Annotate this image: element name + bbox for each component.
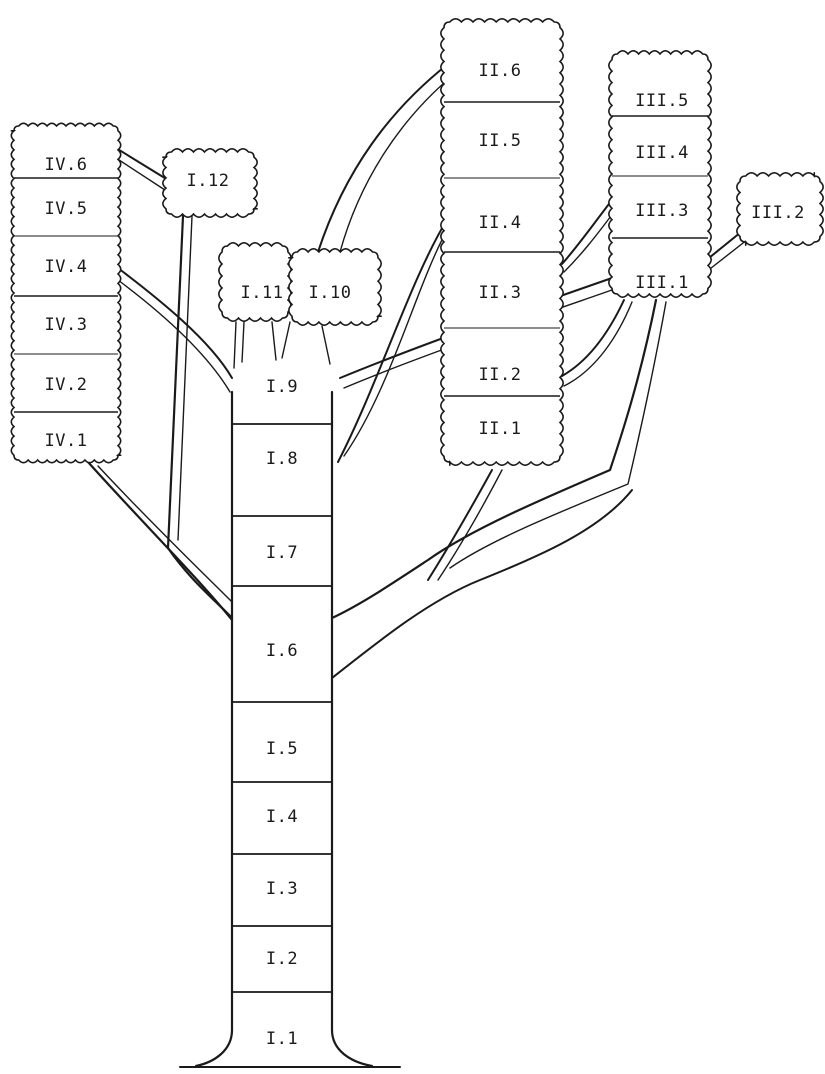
crown-column-iii <box>608 50 712 298</box>
branch-iii1-ii2 <box>561 299 625 377</box>
branch-ii4 <box>337 217 449 463</box>
crown-column-ii <box>440 18 564 466</box>
node-II.1: II.1 <box>479 419 522 439</box>
node-II.6: II.6 <box>479 61 522 81</box>
node-II.2: II.2 <box>479 365 522 385</box>
branch-iv4 <box>117 267 233 379</box>
crown-iii2 <box>736 172 824 246</box>
branch-iii1-trunk-inner <box>449 301 667 569</box>
crowns <box>10 18 824 466</box>
branch-ii4-inner <box>343 231 447 457</box>
branch-iii3-ii-inner <box>563 211 615 273</box>
branch-i12-inner <box>177 215 193 541</box>
branch-iv6-i12 <box>115 147 169 181</box>
node-III.1: III.1 <box>635 273 689 293</box>
branch-iii3-ii <box>561 199 613 265</box>
crown-i12 <box>162 148 258 218</box>
node-I.4: I.4 <box>266 807 298 827</box>
trunk <box>179 390 401 1068</box>
node-III.2: III.2 <box>751 203 805 223</box>
node-IV.3: IV.3 <box>45 315 88 335</box>
branch-i12 <box>166 214 234 620</box>
crown-i10-outline <box>288 248 382 326</box>
branch-iv-to-trunk-inner <box>97 465 233 603</box>
branch-iv6-i12-inner <box>115 157 169 193</box>
branch-iii1-trunk <box>330 298 658 620</box>
node-I.1: I.1 <box>266 1029 298 1049</box>
node-IV.2: IV.2 <box>45 375 88 395</box>
node-I.2: I.2 <box>266 949 298 969</box>
node-III.5: III.5 <box>635 91 689 111</box>
node-I.6: I.6 <box>266 641 298 661</box>
node-III.3: III.3 <box>635 201 689 221</box>
stem-i10-left <box>271 321 291 361</box>
node-II.5: II.5 <box>479 131 522 151</box>
crown-column-iii-outline <box>608 50 712 298</box>
node-I.3: I.3 <box>266 879 298 899</box>
branch-right-lower <box>331 489 633 679</box>
crown-iii2-outline <box>736 172 824 246</box>
node-II.4: II.4 <box>479 213 522 233</box>
branch-ii1-inner <box>437 469 503 581</box>
node-IV.1: IV.1 <box>45 431 88 451</box>
branch-ii6-inner <box>339 75 453 253</box>
node-I.9: I.9 <box>266 377 298 397</box>
node-IV.5: IV.5 <box>45 199 88 219</box>
node-II.3: II.3 <box>479 283 522 303</box>
branch-iii1-ii2-inner <box>563 301 633 387</box>
stem-i11 <box>233 321 245 369</box>
node-I.5: I.5 <box>266 739 298 759</box>
crown-i12-outline <box>162 148 258 218</box>
crown-i10 <box>288 248 382 326</box>
stem-i10-right <box>321 325 331 365</box>
node-I.11: I.11 <box>241 283 284 303</box>
node-IV.4: IV.4 <box>45 257 88 277</box>
node-III.4: III.4 <box>635 143 689 163</box>
crown-column-iv <box>10 122 122 464</box>
trunk-outline <box>194 390 374 1068</box>
branch-iv4-inner <box>117 279 231 393</box>
branch-ii6 <box>317 63 449 253</box>
branch-ii1 <box>427 469 493 581</box>
crown-i11 <box>218 242 292 322</box>
node-I.10: I.10 <box>309 283 352 303</box>
crown-i11-outline <box>218 242 292 322</box>
labels: I.1 I.2 I.3 I.4 I.5 I.6 I.7 I.8 I.9 I.10… <box>45 61 805 1049</box>
crown-column-iv-outline <box>10 122 122 464</box>
crown-column-ii-outline <box>440 18 564 466</box>
node-I.7: I.7 <box>266 543 298 563</box>
node-I.8: I.8 <box>266 449 298 469</box>
node-IV.6: IV.6 <box>45 155 88 175</box>
node-I.12: I.12 <box>187 171 230 191</box>
